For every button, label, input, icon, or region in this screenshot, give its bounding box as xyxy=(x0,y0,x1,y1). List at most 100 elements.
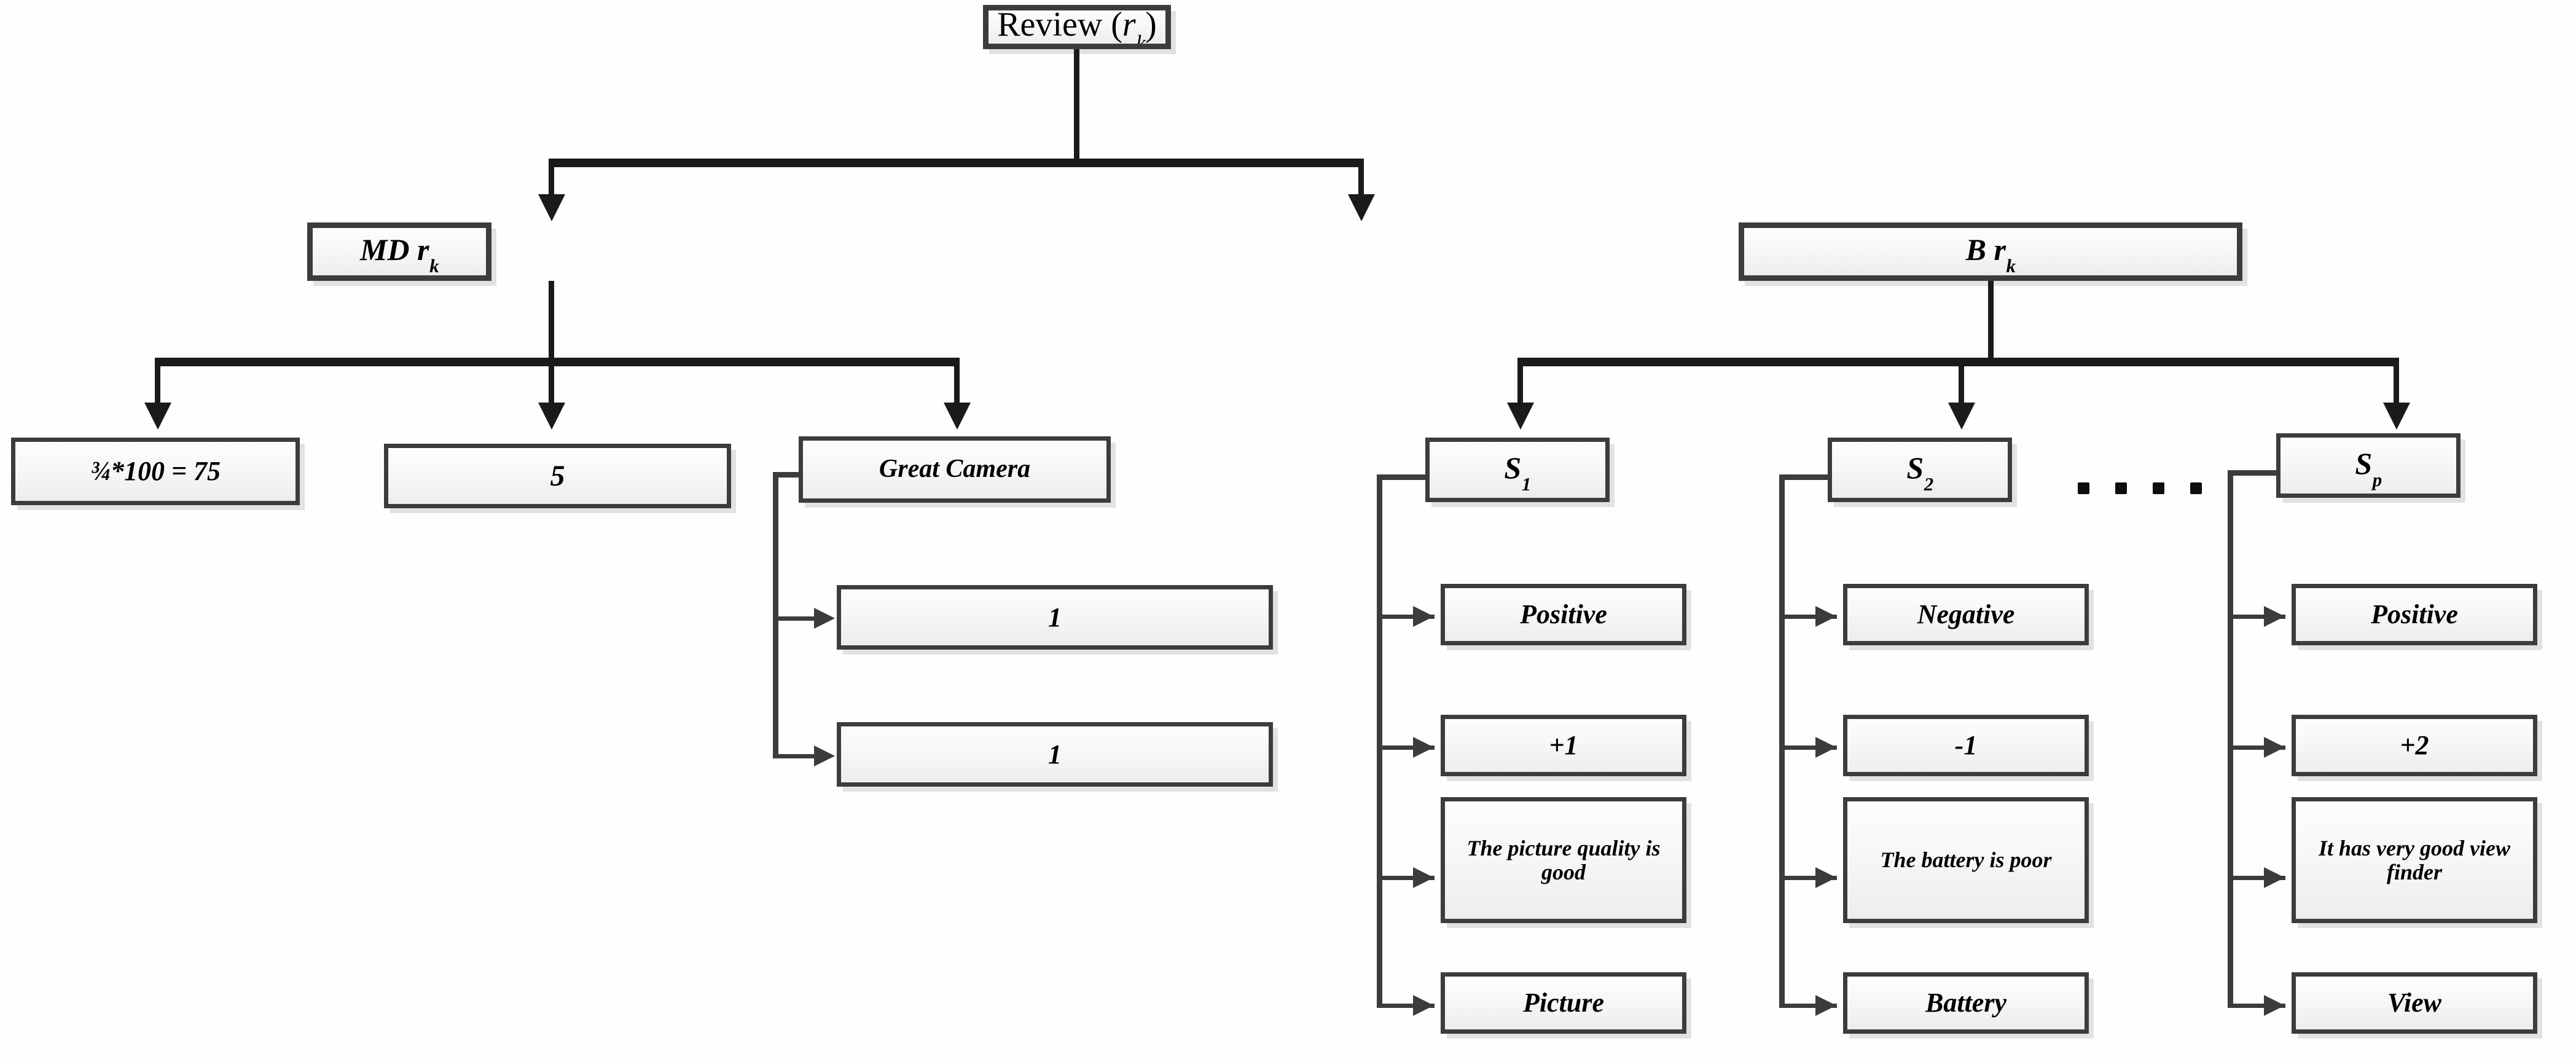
ellipsis-more-sentences xyxy=(2078,482,2202,494)
node-s2-score-label: -1 xyxy=(1954,730,1978,761)
arrow-b-to-s1 xyxy=(1507,403,1534,430)
node-sp-polarity: Positive xyxy=(2292,584,2537,645)
connector-md-stem xyxy=(549,281,554,362)
node-s2-score: -1 xyxy=(1843,715,2089,776)
node-md-rk-label: MD rk xyxy=(359,232,439,277)
connector-sp-stub xyxy=(2228,470,2280,476)
arrow-s2-to-feature xyxy=(1815,995,1836,1016)
node-review-root-label: Review (rk) xyxy=(997,6,1157,49)
node-sp-label: Sp xyxy=(2355,446,2382,491)
node-gc-val-1-label: 1 xyxy=(1048,602,1062,632)
arrow-s2-to-polarity xyxy=(1815,606,1836,627)
node-s1-sentence-label: The picture quality is good xyxy=(1466,835,1661,884)
arrow-md-to-rating xyxy=(538,403,565,430)
node-sp-sentence-label: It has very good view finder xyxy=(2319,835,2510,884)
arrow-sp-to-polarity xyxy=(2264,606,2285,627)
arrow-b-to-sp xyxy=(2383,403,2410,430)
ellipsis-dot xyxy=(2115,482,2127,494)
ellipsis-dot xyxy=(2190,482,2202,494)
connector-b-bar xyxy=(1517,358,2399,366)
connector-b-drop-3 xyxy=(2394,358,2399,406)
node-sp-feature: View xyxy=(2292,972,2537,1034)
connector-sp-branch-4 xyxy=(2228,1004,2285,1008)
arrow-s1-to-polarity xyxy=(1413,606,1434,627)
node-b-rk: B rk xyxy=(1739,222,2242,281)
connector-root-bar xyxy=(549,159,1364,167)
node-md-title: Great Camera xyxy=(799,436,1111,503)
arrow-b-to-s2 xyxy=(1948,403,1975,430)
connector-sp-branch-1 xyxy=(2228,615,2285,619)
connector-s1-branch-4 xyxy=(1377,1004,1435,1008)
connector-md-drop-3 xyxy=(954,358,960,406)
connector-gc-branch-1 xyxy=(773,616,831,621)
node-sp-sentence: It has very good view finder xyxy=(2292,797,2537,923)
connector-md-drop-2 xyxy=(549,358,554,406)
connector-b-stem xyxy=(1988,281,1994,362)
arrow-root-to-md xyxy=(538,194,565,221)
connector-root-right-drop xyxy=(1358,159,1364,197)
connector-s2-branch-1 xyxy=(1779,615,1837,619)
connector-s1-branch-2 xyxy=(1377,745,1435,750)
node-s2-feature-label: Battery xyxy=(1925,988,2006,1018)
connector-sp-trunk xyxy=(2228,470,2233,1008)
node-b-rk-label: B rk xyxy=(1965,232,2016,277)
arrow-sp-to-sentence xyxy=(2264,867,2285,888)
arrow-s1-to-feature xyxy=(1413,995,1434,1016)
arrow-root-to-b xyxy=(1348,194,1375,221)
connector-b-drop-2 xyxy=(1959,358,1964,406)
arrow-md-to-title xyxy=(944,403,971,430)
arrow-s1-to-sentence xyxy=(1413,867,1434,888)
node-review-root: Review (rk) xyxy=(983,5,1171,49)
node-s2-feature: Battery xyxy=(1843,972,2089,1034)
node-md-title-label: Great Camera xyxy=(879,455,1031,484)
connector-s2-trunk xyxy=(1779,474,1785,1008)
connector-md-bar xyxy=(155,358,960,366)
node-s1-sentence: The picture quality is good xyxy=(1441,797,1686,923)
arrow-s2-to-score xyxy=(1815,737,1836,758)
node-sp: Sp xyxy=(2276,433,2461,498)
node-s1-feature-label: Picture xyxy=(1523,988,1604,1018)
node-sp-score-label: +2 xyxy=(2400,730,2429,761)
connector-sp-branch-3 xyxy=(2228,876,2285,880)
arrow-s1-to-score xyxy=(1413,737,1434,758)
connector-root-stem xyxy=(1074,49,1079,163)
node-s2-label: S2 xyxy=(1906,450,1934,495)
node-sp-polarity-label: Positive xyxy=(2371,599,2458,630)
node-gc-val-1: 1 xyxy=(837,585,1273,650)
connector-s1-branch-1 xyxy=(1377,615,1435,619)
node-s2-polarity: Negative xyxy=(1843,584,2089,645)
node-s2-sentence: The battery is poor xyxy=(1843,797,2089,923)
node-s2: S2 xyxy=(1828,438,2012,502)
connector-s1-trunk xyxy=(1377,474,1382,1008)
node-s1-polarity-label: Positive xyxy=(1520,599,1607,630)
node-s1-score-label: +1 xyxy=(1549,730,1578,761)
ellipsis-dot xyxy=(2153,482,2164,494)
node-s1-label: S1 xyxy=(1504,450,1532,495)
connector-s2-branch-4 xyxy=(1779,1004,1837,1008)
connector-md-drop-1 xyxy=(155,358,160,406)
node-s2-polarity-label: Negative xyxy=(1917,599,2015,630)
node-s1-score: +1 xyxy=(1441,715,1686,776)
connector-s1-branch-3 xyxy=(1377,876,1435,880)
node-s1-feature: Picture xyxy=(1441,972,1686,1034)
connector-gc-trunk xyxy=(773,472,778,758)
arrow-s2-to-sentence xyxy=(1815,867,1836,888)
ellipsis-dot xyxy=(2078,482,2089,494)
connector-s1-stub xyxy=(1377,474,1430,480)
connector-s2-branch-2 xyxy=(1779,745,1837,750)
node-md-rk: MD rk xyxy=(307,222,491,281)
node-gc-val-2-label: 1 xyxy=(1048,739,1062,769)
arrow-gc-to-val-1 xyxy=(814,608,835,629)
node-sp-feature-label: View xyxy=(2387,988,2442,1018)
connector-gc-branch-2 xyxy=(773,754,831,758)
arrow-gc-to-val-2 xyxy=(814,745,835,766)
connector-gc-stub xyxy=(773,472,802,478)
connector-sp-branch-2 xyxy=(2228,745,2285,750)
node-md-rating: 5 xyxy=(384,444,731,508)
node-md-score-label: ¾*100 = 75 xyxy=(90,456,221,487)
node-sp-score: +2 xyxy=(2292,715,2537,776)
arrow-sp-to-score xyxy=(2264,737,2285,758)
node-s2-sentence-label: The battery is poor xyxy=(1880,848,2052,873)
node-md-score: ¾*100 = 75 xyxy=(11,438,300,505)
